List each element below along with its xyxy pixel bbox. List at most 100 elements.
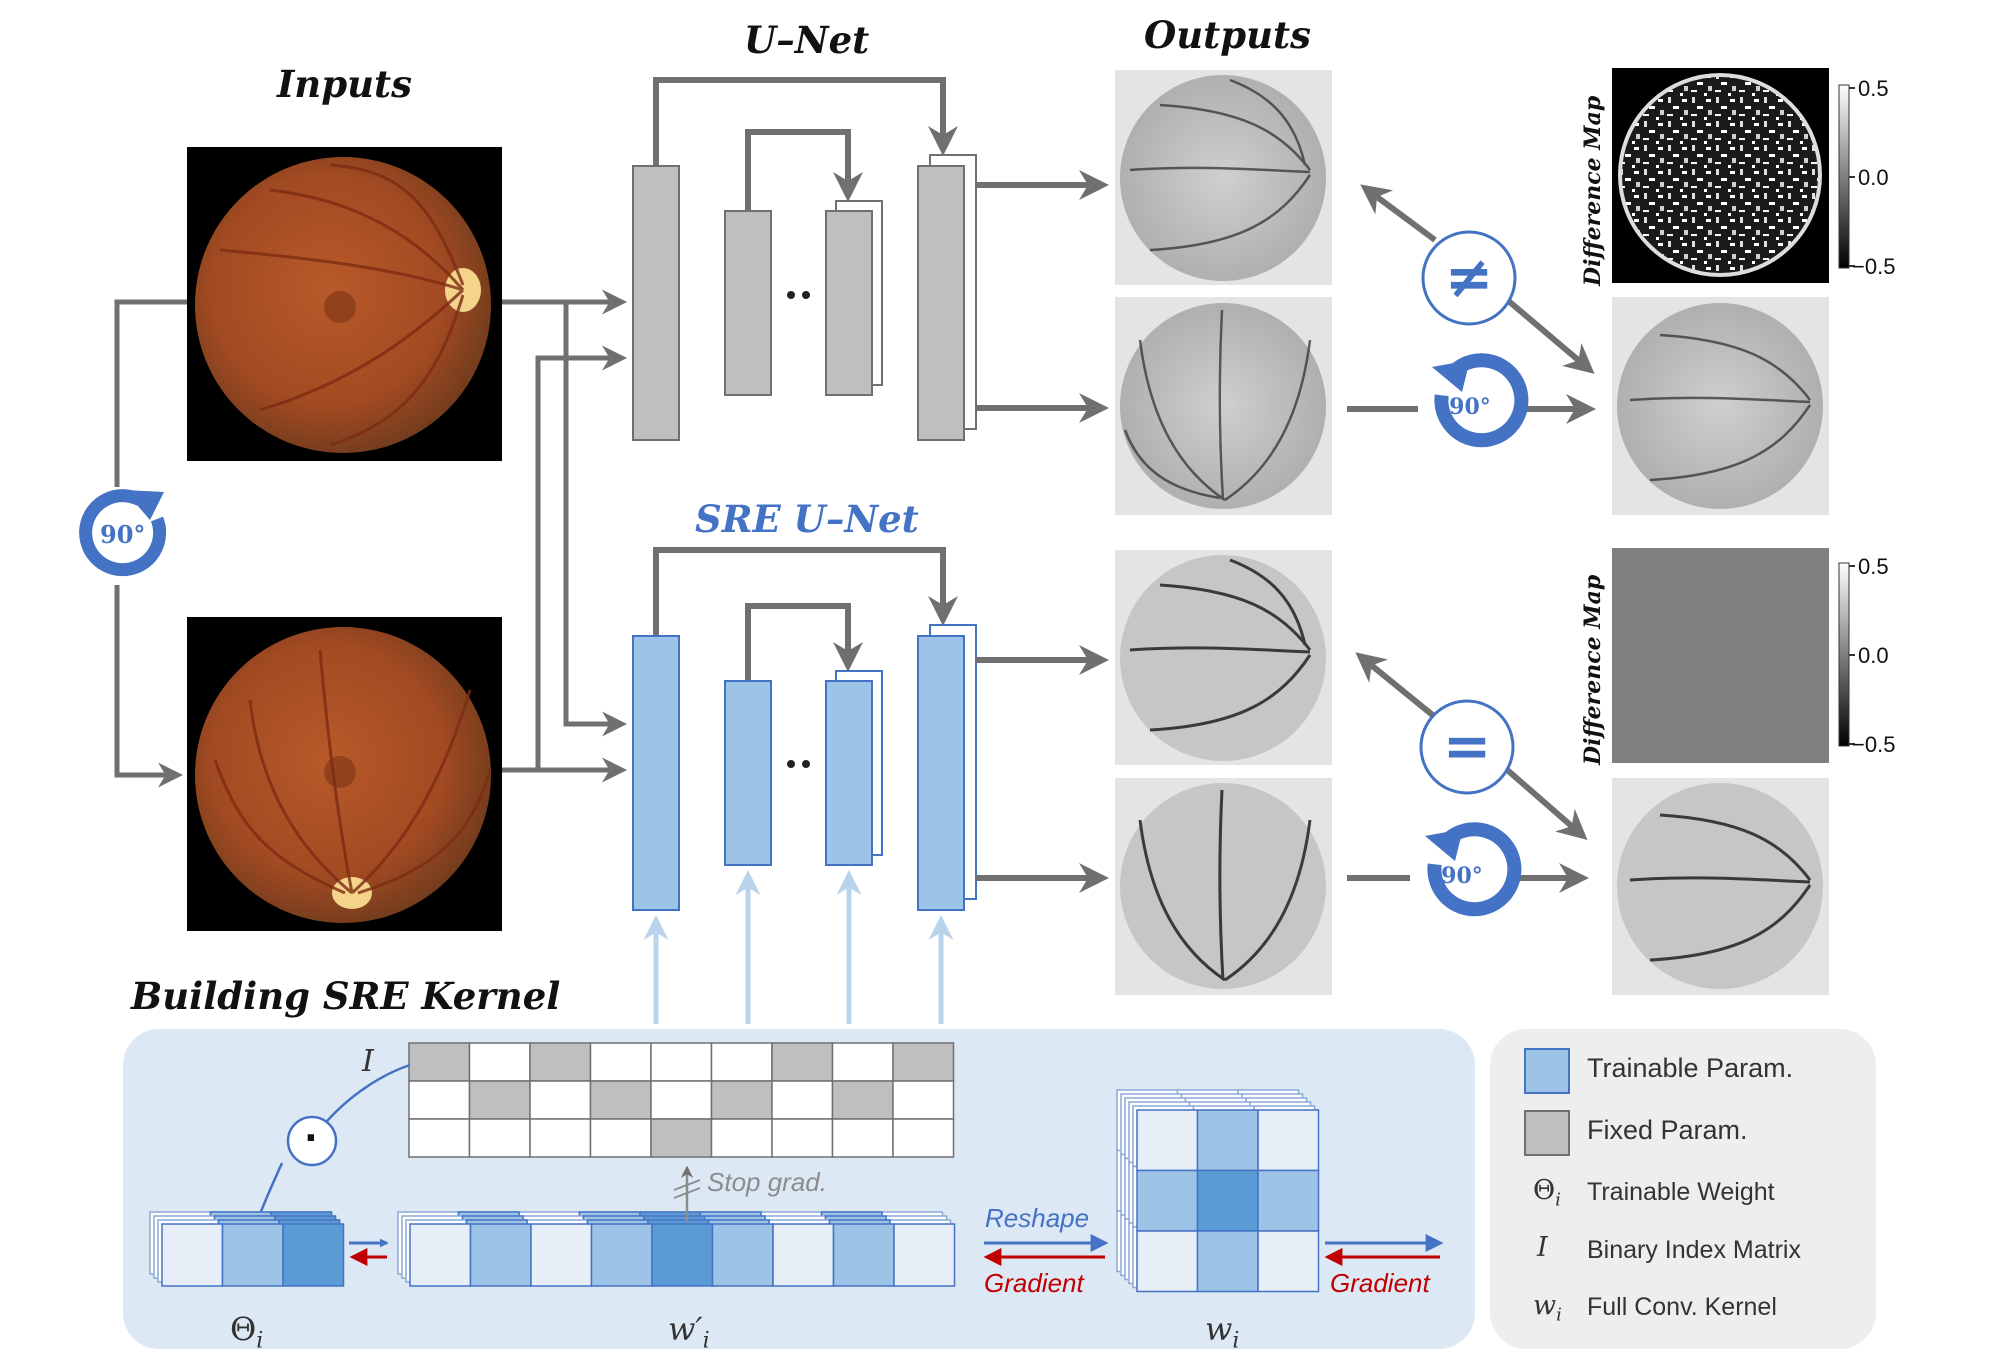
index-matrix-cell <box>892 1042 955 1082</box>
kernel-cell <box>711 1223 774 1287</box>
kernel-cell <box>469 1223 532 1287</box>
index-matrix <box>408 1042 955 1158</box>
kernel-cell <box>282 1223 345 1287</box>
theta-label: Θi <box>230 1310 264 1354</box>
legend-trainable: Trainable Param. <box>1587 1053 1794 1083</box>
rotate-90-icon <box>79 489 167 577</box>
unet-title: U–Net <box>744 18 870 62</box>
gradient-label-2: Gradient <box>1330 1268 1430 1298</box>
index-matrix-cell <box>710 1080 773 1120</box>
equal-symbol: = <box>1442 712 1492 780</box>
index-matrix-cell <box>771 1080 834 1120</box>
index-matrix-cell <box>710 1118 773 1158</box>
input-image-original <box>187 147 502 461</box>
unet-difference-map <box>1612 68 1829 283</box>
legend-theta-desc: Trainable Weight <box>1587 1178 1775 1206</box>
legend-w-symbol: wi <box>1533 1290 1562 1326</box>
unet-back-rotated <box>1612 297 1829 515</box>
sre-back-rotated <box>1612 778 1829 995</box>
hadamard-dot: · <box>304 1118 318 1159</box>
index-matrix-cell <box>529 1080 592 1120</box>
kernel-cell <box>590 1223 653 1287</box>
input-image-rotated <box>187 617 502 931</box>
colorbar-top-tick-high: 0.5 <box>1858 76 1889 101</box>
index-matrix-cell <box>529 1118 592 1158</box>
legend-i-symbol: I <box>1537 1232 1548 1263</box>
kernel-cell <box>893 1223 956 1287</box>
sre-unet-title: SRE U–Net <box>695 497 919 541</box>
wprime-stack <box>397 1211 956 1287</box>
legend-fixed: Fixed Param. <box>1587 1115 1748 1145</box>
colorbar-bottom-tick-low: −0.5 <box>1852 732 1896 757</box>
index-matrix-cell <box>529 1042 592 1082</box>
trainable-swatch <box>1524 1048 1570 1094</box>
index-matrix-cell <box>831 1042 894 1082</box>
sre-output-original <box>1115 550 1332 765</box>
index-matrix-cell <box>650 1118 713 1158</box>
colorbar-top <box>1838 84 1855 269</box>
outputs-title: Outputs <box>1144 13 1311 57</box>
index-matrix-cell <box>408 1080 471 1120</box>
index-matrix-cell <box>408 1042 471 1082</box>
not-equal-circle <box>1421 230 1517 326</box>
w-kernel-cell <box>1196 1169 1259 1232</box>
difference-map-label-top: Difference Map <box>1580 95 1606 286</box>
colorbar-top-tick-mid: 0.0 <box>1858 165 1889 190</box>
w-kernel-cell <box>1257 1109 1320 1172</box>
stop-grad-arrow <box>673 1165 701 1222</box>
legend-i-desc: Binary Index Matrix <box>1587 1236 1801 1264</box>
index-matrix-cell <box>589 1118 652 1158</box>
stop-grad-label: Stop grad. <box>707 1167 827 1197</box>
index-matrix-cell <box>650 1080 713 1120</box>
kernel-cell <box>651 1223 714 1287</box>
building-kernel-title: Building SRE Kernel <box>131 974 561 1018</box>
w-kernel-cell <box>1196 1230 1259 1293</box>
fixed-swatch <box>1524 1110 1570 1156</box>
index-matrix-cell <box>892 1118 955 1158</box>
difference-map-label-bottom: Difference Map <box>1580 574 1606 765</box>
index-matrix-cell <box>831 1118 894 1158</box>
hadamard-circle <box>286 1115 338 1167</box>
w-kernel-cell <box>1257 1169 1320 1232</box>
kernel-to-sre-arrows <box>643 870 954 1024</box>
legend-theta-symbol: Θi <box>1533 1175 1561 1211</box>
kernel-cell <box>530 1223 593 1287</box>
rotate-minus90-label-bottom: -90° <box>1432 863 1483 889</box>
gradient-label-1: Gradient <box>984 1268 1084 1298</box>
kernel-flow-arrows <box>349 1234 1444 1266</box>
network-output-arrows <box>976 170 1109 893</box>
index-matrix-cell <box>468 1080 531 1120</box>
sre-output-rotated <box>1115 778 1332 995</box>
rotate-minus90-icon-bottom <box>1425 822 1522 917</box>
kernel-cell <box>221 1223 284 1287</box>
w-kernel-cell <box>1136 1230 1199 1293</box>
w-kernel-cell <box>1257 1230 1320 1293</box>
index-matrix-cell <box>408 1118 471 1158</box>
kernel-cell <box>409 1223 472 1287</box>
index-matrix-cell <box>468 1118 531 1158</box>
unet-architecture <box>632 77 977 441</box>
colorbar-bottom-tick-mid: 0.0 <box>1858 643 1889 668</box>
colorbar-bottom-tick-high: 0.5 <box>1858 554 1889 579</box>
legend-panel <box>1490 1029 1876 1349</box>
comparison-arrows <box>1347 184 1596 893</box>
sre-difference-map <box>1612 548 1829 763</box>
index-matrix-cell <box>468 1042 531 1082</box>
colorbar-top-tick-low: −0.5 <box>1852 254 1896 279</box>
input-connectors <box>114 289 627 788</box>
w-kernel-cell <box>1136 1109 1199 1172</box>
w-label: wi <box>1205 1310 1240 1354</box>
w-kernel-stack <box>1116 1089 1320 1293</box>
index-matrix-cell <box>589 1080 652 1120</box>
sre-unet-architecture <box>632 547 977 911</box>
index-matrix-cell <box>650 1042 713 1082</box>
theta-stack <box>149 1211 345 1287</box>
equal-circle <box>1419 699 1515 795</box>
unet-output-original <box>1115 70 1332 285</box>
index-matrix-symbol: I <box>362 1044 374 1079</box>
inputs-title: Inputs <box>277 62 412 106</box>
w-kernel-cell <box>1196 1109 1259 1172</box>
index-matrix-cell <box>831 1080 894 1120</box>
